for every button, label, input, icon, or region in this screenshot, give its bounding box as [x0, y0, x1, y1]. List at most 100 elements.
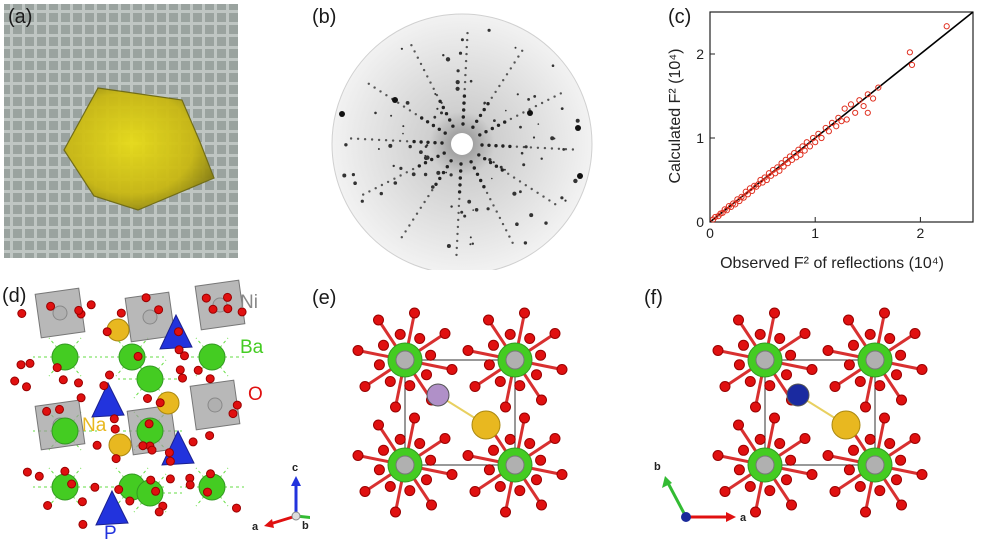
ba-atom: [198, 343, 226, 371]
streak-dot: [458, 197, 461, 201]
projection-network: [712, 307, 928, 518]
o-atom: [185, 480, 195, 490]
streak-dot: [505, 73, 509, 76]
streak-dot: [494, 164, 499, 168]
streak-dot: [502, 79, 505, 82]
diffraction-spot: [544, 221, 548, 225]
diffraction-spot: [344, 143, 348, 147]
streak-dot: [433, 141, 437, 145]
o-atom: [154, 507, 164, 517]
streak-dot: [463, 80, 467, 84]
o-atom: [404, 485, 416, 497]
streak-dot: [553, 95, 556, 98]
o-atom: [556, 364, 568, 375]
p-legend-label: P: [104, 523, 117, 544]
streak-dot: [456, 232, 459, 236]
o-atom: [205, 374, 215, 384]
panel-a: (a): [0, 0, 240, 260]
streak-dot: [524, 184, 527, 187]
diffraction-spot: [424, 145, 428, 148]
diffraction-spot: [493, 119, 496, 122]
panel-e-label: (e): [312, 287, 337, 309]
streak-dot: [518, 180, 522, 183]
streak-dot: [457, 190, 462, 194]
diffraction-spot: [393, 181, 398, 185]
strong-spot: [527, 110, 533, 116]
na-atom: [108, 433, 132, 457]
o-atom: [786, 499, 797, 511]
o-atom: [394, 328, 406, 340]
na-legend-label: Na: [82, 415, 107, 436]
streak-dot: [503, 120, 507, 124]
o-atom: [373, 314, 384, 326]
streak-dot: [550, 147, 554, 150]
data-point: [906, 49, 913, 56]
streak-dot: [413, 50, 416, 53]
ni-atom: [142, 309, 158, 325]
streak-dot: [441, 105, 445, 110]
streak-dot: [536, 191, 539, 194]
streak-dot: [437, 127, 441, 131]
data-point: [838, 118, 845, 125]
streak-dot: [500, 168, 504, 172]
o-atom: [916, 364, 928, 375]
diffraction-spot: [467, 199, 472, 204]
o-atom: [860, 401, 871, 413]
o-atom: [504, 433, 516, 445]
diffraction-spot: [402, 132, 404, 135]
diffraction-spot: [408, 144, 412, 149]
o-atom: [860, 506, 871, 518]
o-atom: [785, 454, 797, 466]
streak-dot: [508, 235, 511, 238]
o-atom: [822, 450, 834, 461]
streak-dot: [438, 176, 442, 181]
ni-atom: [395, 455, 415, 475]
streak-dot: [477, 153, 481, 157]
streak-dot: [482, 185, 486, 189]
diffraction-spot: [527, 98, 530, 101]
ni-atom: [395, 350, 415, 370]
streak-dot: [458, 183, 462, 187]
diffraction-spot: [471, 242, 474, 245]
o-atom: [854, 481, 866, 492]
streak-dot: [356, 137, 360, 140]
streak-dot: [464, 66, 467, 70]
data-point: [712, 213, 719, 221]
o-atom: [519, 307, 530, 319]
o-atom: [781, 474, 792, 486]
streak-dot: [515, 145, 519, 148]
data-point: [856, 97, 863, 104]
o-atom: [164, 448, 174, 458]
o-atom: [500, 401, 511, 413]
y-tick-label: 1: [696, 130, 704, 146]
streak-dot: [445, 165, 449, 169]
o-atom: [806, 364, 818, 375]
strong-spot: [392, 97, 398, 103]
o-atom: [373, 464, 385, 476]
o-atom: [874, 485, 886, 497]
streak-dot: [384, 139, 388, 142]
y-tick-label: 2: [696, 46, 704, 62]
axis-a-label-f: a: [740, 512, 747, 524]
o-atom: [17, 309, 27, 318]
diffraction-spot: [469, 236, 472, 239]
axis-triad-f: b a: [654, 461, 747, 524]
o-atom: [733, 359, 745, 371]
o-atom: [188, 437, 198, 447]
o-atom: [504, 328, 516, 340]
streak-dot: [487, 143, 491, 147]
o-atom: [144, 419, 154, 429]
o-atom: [180, 351, 189, 361]
streak-dot: [426, 140, 430, 144]
diffraction-spot: [460, 38, 464, 42]
o-atom: [896, 499, 907, 511]
data-point: [860, 102, 867, 110]
ni-legend-label: Ni: [240, 292, 258, 313]
streak-dot: [398, 139, 402, 143]
diffraction-spot: [532, 136, 536, 139]
o-atom: [895, 349, 907, 361]
o-atom: [352, 345, 364, 356]
diffraction-spot: [540, 157, 543, 160]
o-atom: [232, 503, 241, 513]
